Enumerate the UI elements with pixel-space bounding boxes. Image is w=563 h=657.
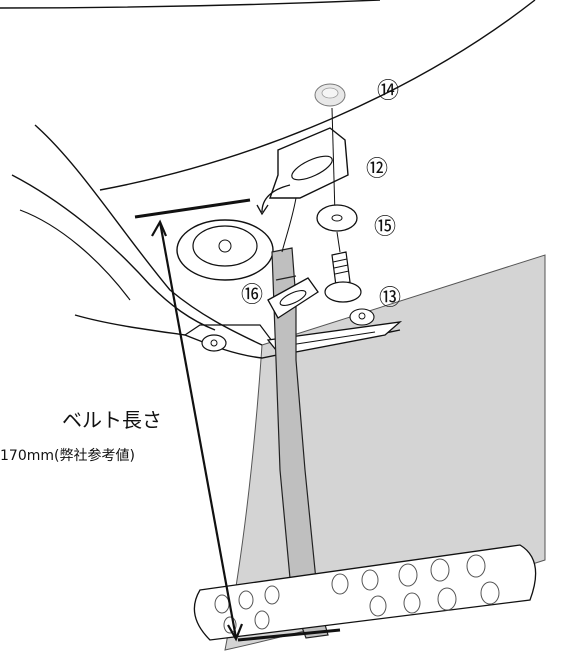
housing-line-1 (34, 124, 263, 346)
knob-center (218, 239, 232, 253)
body-outline (0, 0, 381, 9)
bracket-slot (289, 331, 376, 346)
belt-fold (275, 275, 297, 281)
perforated-plate (193, 544, 537, 641)
callout-15: ⑮ (374, 215, 396, 240)
dimension-arrow-head-bottom (227, 623, 244, 642)
knob-inner (192, 225, 258, 267)
callout-12: ⑫ (366, 157, 388, 182)
perforations (214, 554, 500, 634)
belt-length-value: 170mm(弊社参考値) (0, 447, 135, 464)
hook-arrow (261, 184, 291, 213)
callout-13: ⑬ (379, 286, 401, 311)
housing-line-2 (11, 174, 216, 331)
callout-14: ⑭ (377, 79, 399, 104)
housing-line-3 (19, 209, 131, 301)
body-curve (99, 0, 536, 191)
dimension-arrow-shaft (158, 221, 238, 639)
hook-wire (281, 197, 297, 253)
callout-16: ⑯ (241, 283, 263, 308)
dimension-bottom-line (237, 628, 341, 642)
housing-screw (201, 334, 227, 352)
dimension-arrow-head-top (151, 219, 168, 237)
belt-length-label: ベルト長さ (62, 408, 162, 432)
dimension-top-line (134, 198, 251, 219)
screw-13 (331, 251, 351, 287)
housing-lower-2 (184, 324, 276, 346)
